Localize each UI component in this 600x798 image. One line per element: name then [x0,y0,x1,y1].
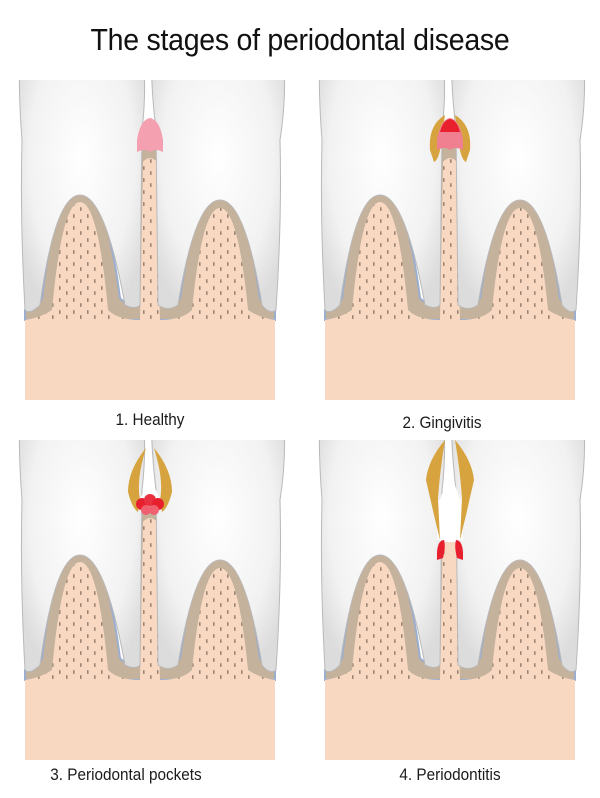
healthy-teeth-illustration [18,80,286,400]
periodontitis-teeth-illustration [318,440,586,760]
tartar-right [455,440,474,540]
panel-periodontal-pockets [0,440,300,760]
panel-healthy [0,80,300,400]
periodontal-pockets-teeth-illustration [18,440,286,760]
tartar-left [128,448,146,512]
receded-inflamed-gum [437,540,463,572]
gingivitis-teeth-illustration [318,80,586,400]
panel-gingivitis [300,80,600,400]
caption-periodontal-pockets: 3. Periodontal pockets [50,765,202,784]
caption-healthy: 1. Healthy [115,410,185,429]
caption-periodontitis: 4. Periodontitis [399,765,501,784]
diagram-title: The stages of periodontal disease [90,22,510,57]
tartar-left [426,440,445,540]
tartar-right [154,448,172,512]
inflamed-gum-clusters [136,494,164,515]
healthy-gum [137,118,163,152]
caption-gingivitis: 2. Gingivitis [402,413,482,432]
panel-periodontitis [300,440,600,760]
